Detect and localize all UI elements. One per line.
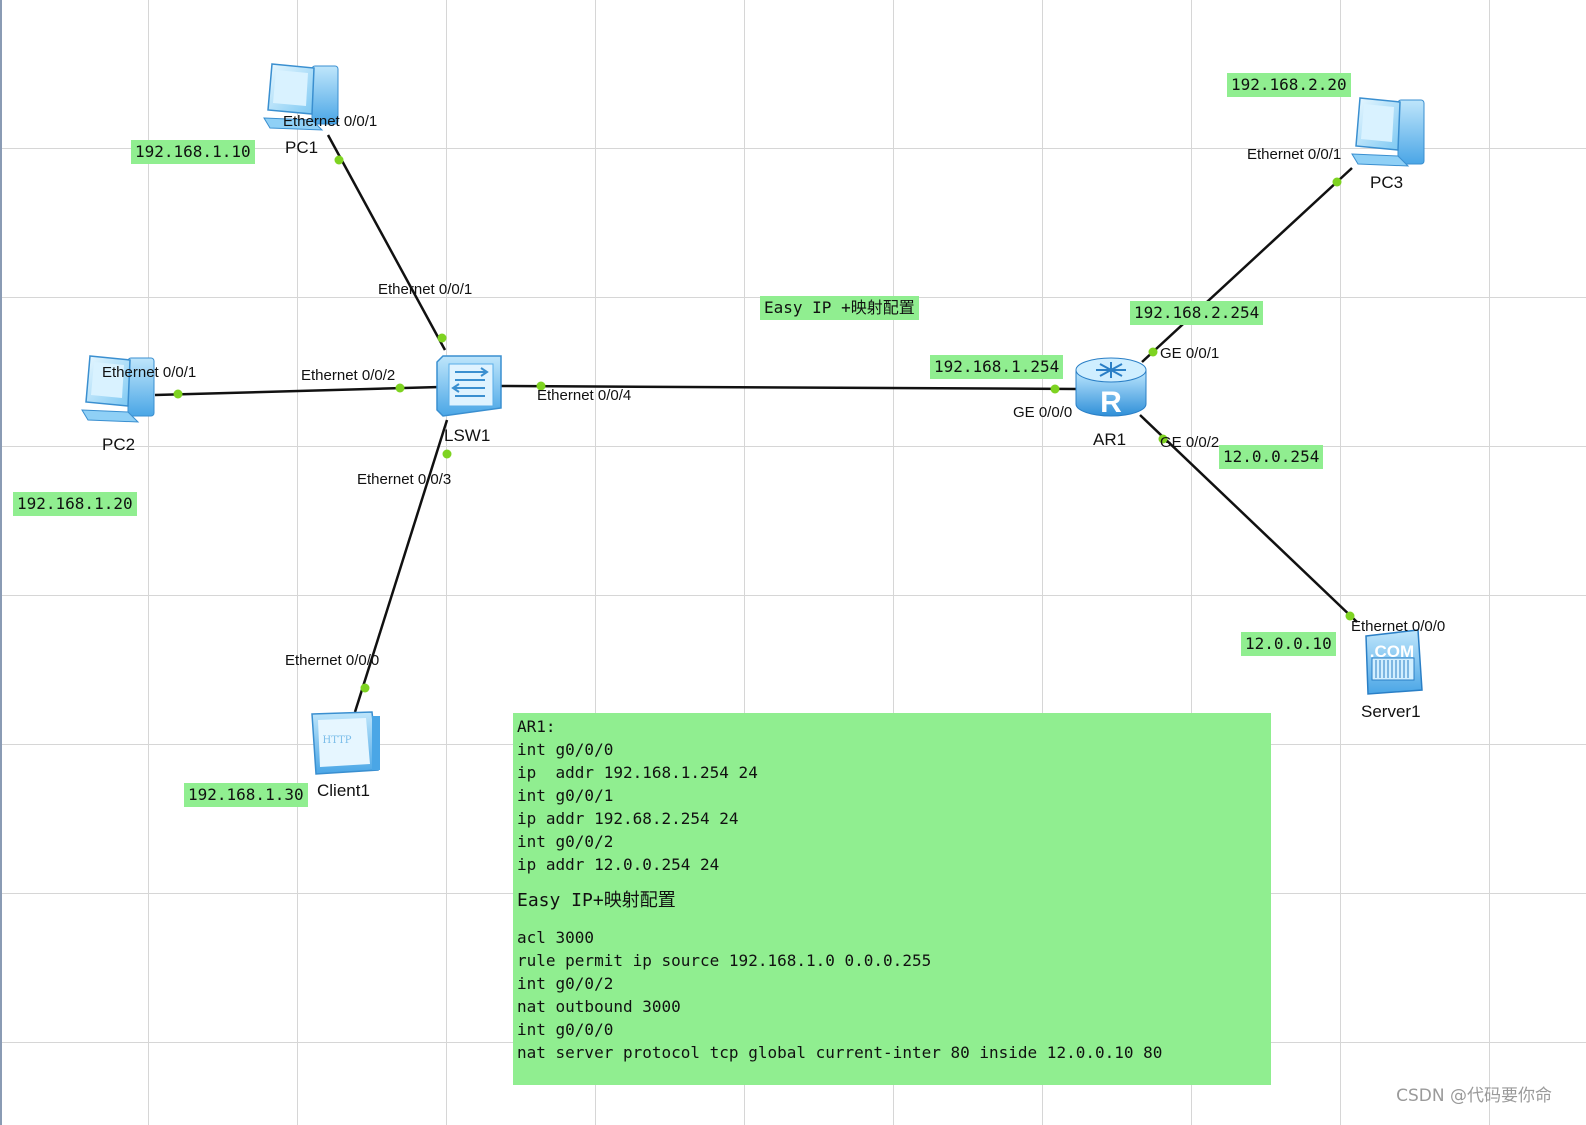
ar1-ge002-label: GE 0/0/2 — [1160, 434, 1220, 451]
client1-port-label: Ethernet 0/0/0 — [285, 652, 380, 669]
server1-com-icon[interactable] — [1365, 629, 1423, 695]
config-line: AR1: — [517, 717, 556, 736]
pc3-icon[interactable] — [1351, 97, 1425, 167]
ar1-ge002-ip-label: 12.0.0.254 — [1219, 445, 1324, 469]
config-line: nat server protocol tcp global current-i… — [517, 1043, 1163, 1062]
config-line: int g0/0/1 — [517, 786, 614, 805]
client1-name: Client1 — [317, 781, 370, 800]
port-dot — [334, 155, 344, 165]
port-dot — [1345, 611, 1355, 621]
lsw1-port3-label: Ethernet 0/0/3 — [357, 471, 452, 488]
pc1-name: PC1 — [285, 138, 319, 157]
config-line: ip addr 192.168.1.254 24 — [517, 763, 758, 782]
link-ar1-pc3[interactable] — [1141, 167, 1353, 363]
port-dot — [1050, 384, 1060, 394]
port-dot — [173, 389, 183, 399]
pc3-port-label: Ethernet 0/0/1 — [1247, 146, 1342, 163]
pc1-ip-label: 192.168.1.10 — [131, 140, 255, 164]
pc1-icon[interactable] — [263, 63, 339, 131]
lsw1-name: LSW1 — [444, 426, 491, 445]
pc1-port-label: Ethernet 0/0/1 — [283, 113, 378, 130]
easy-ip-title-note: Easy IP +映射配置 — [760, 296, 919, 320]
ar1-ge001-label: GE 0/0/1 — [1160, 345, 1220, 362]
config-line: int g0/0/2 — [517, 832, 614, 851]
config-line: int g0/0/0 — [517, 740, 614, 759]
ar1-ge000-ip-label: 192.168.1.254 — [930, 355, 1064, 379]
config-line: int g0/0/2 — [517, 974, 614, 993]
link-pc2-lsw1[interactable] — [154, 385, 441, 397]
client1-ip-label: 192.168.1.30 — [184, 783, 308, 807]
client1-icon-text: HTTP — [323, 735, 352, 746]
ar1-config-block: AR1: int g0/0/0 ip addr 192.168.1.254 24… — [513, 713, 1271, 1085]
config-line: ip addr 12.0.0.254 24 — [517, 855, 720, 874]
port-dot — [395, 383, 405, 393]
config-section-title: Easy IP+映射配置 — [517, 890, 676, 911]
server1-port-label: Ethernet 0/0/0 — [1351, 618, 1446, 635]
port-dot — [1332, 177, 1342, 187]
server1-name: Server1 — [1361, 702, 1421, 721]
port-dot — [536, 381, 546, 391]
config-spacer — [517, 914, 1271, 926]
config-line: rule permit ip source 192.168.1.0 0.0.0.… — [517, 951, 932, 970]
router-ar1-icon[interactable] — [1075, 357, 1147, 417]
pc2-ip-label: 192.168.1.20 — [13, 492, 137, 516]
config-line: nat outbound 3000 — [517, 997, 681, 1016]
client1-http-icon[interactable] — [311, 711, 380, 775]
config-spacer — [517, 876, 1271, 888]
config-line: int g0/0/0 — [517, 1020, 614, 1039]
port-dot — [1148, 347, 1158, 357]
port-dots — [173, 155, 1355, 693]
link-pc1-lsw1[interactable] — [326, 134, 447, 351]
csdn-watermark: CSDN @代码要你命 — [1396, 1086, 1552, 1106]
port-dot — [442, 449, 452, 459]
port-dot — [437, 333, 447, 343]
lsw1-port2-label: Ethernet 0/0/2 — [301, 367, 396, 384]
port-dot — [360, 683, 370, 693]
link-ar1-server1[interactable] — [1139, 414, 1358, 623]
link-lsw1-ar1[interactable] — [499, 384, 1079, 391]
pc2-port-label: Ethernet 0/0/1 — [102, 364, 197, 381]
pc2-icon[interactable] — [81, 355, 155, 423]
lsw1-port1-label: Ethernet 0/0/1 — [378, 281, 473, 298]
ar1-ge000-label: GE 0/0/0 — [1013, 404, 1073, 421]
link-client1-lsw1[interactable] — [353, 419, 449, 713]
switch-lsw1-icon[interactable] — [436, 355, 502, 417]
pc2-name: PC2 — [102, 435, 136, 454]
server1-ip-label: 12.0.0.10 — [1241, 632, 1336, 656]
config-line: acl 3000 — [517, 928, 595, 947]
lsw1-port4-label: Ethernet 0/0/4 — [537, 387, 632, 404]
ar1-name: AR1 — [1093, 430, 1127, 449]
pc3-ip-label: 192.168.2.20 — [1227, 73, 1351, 97]
config-line: ip addr 192.68.2.254 24 — [517, 809, 739, 828]
ar1-ge001-ip-label: 192.168.2.254 — [1130, 301, 1264, 325]
canvas-left-border — [0, 0, 2, 1125]
port-dot — [1158, 434, 1168, 444]
server1-icon-text: .COM — [1370, 642, 1414, 661]
router-letter: R — [1100, 386, 1122, 419]
pc3-name: PC3 — [1370, 173, 1404, 192]
